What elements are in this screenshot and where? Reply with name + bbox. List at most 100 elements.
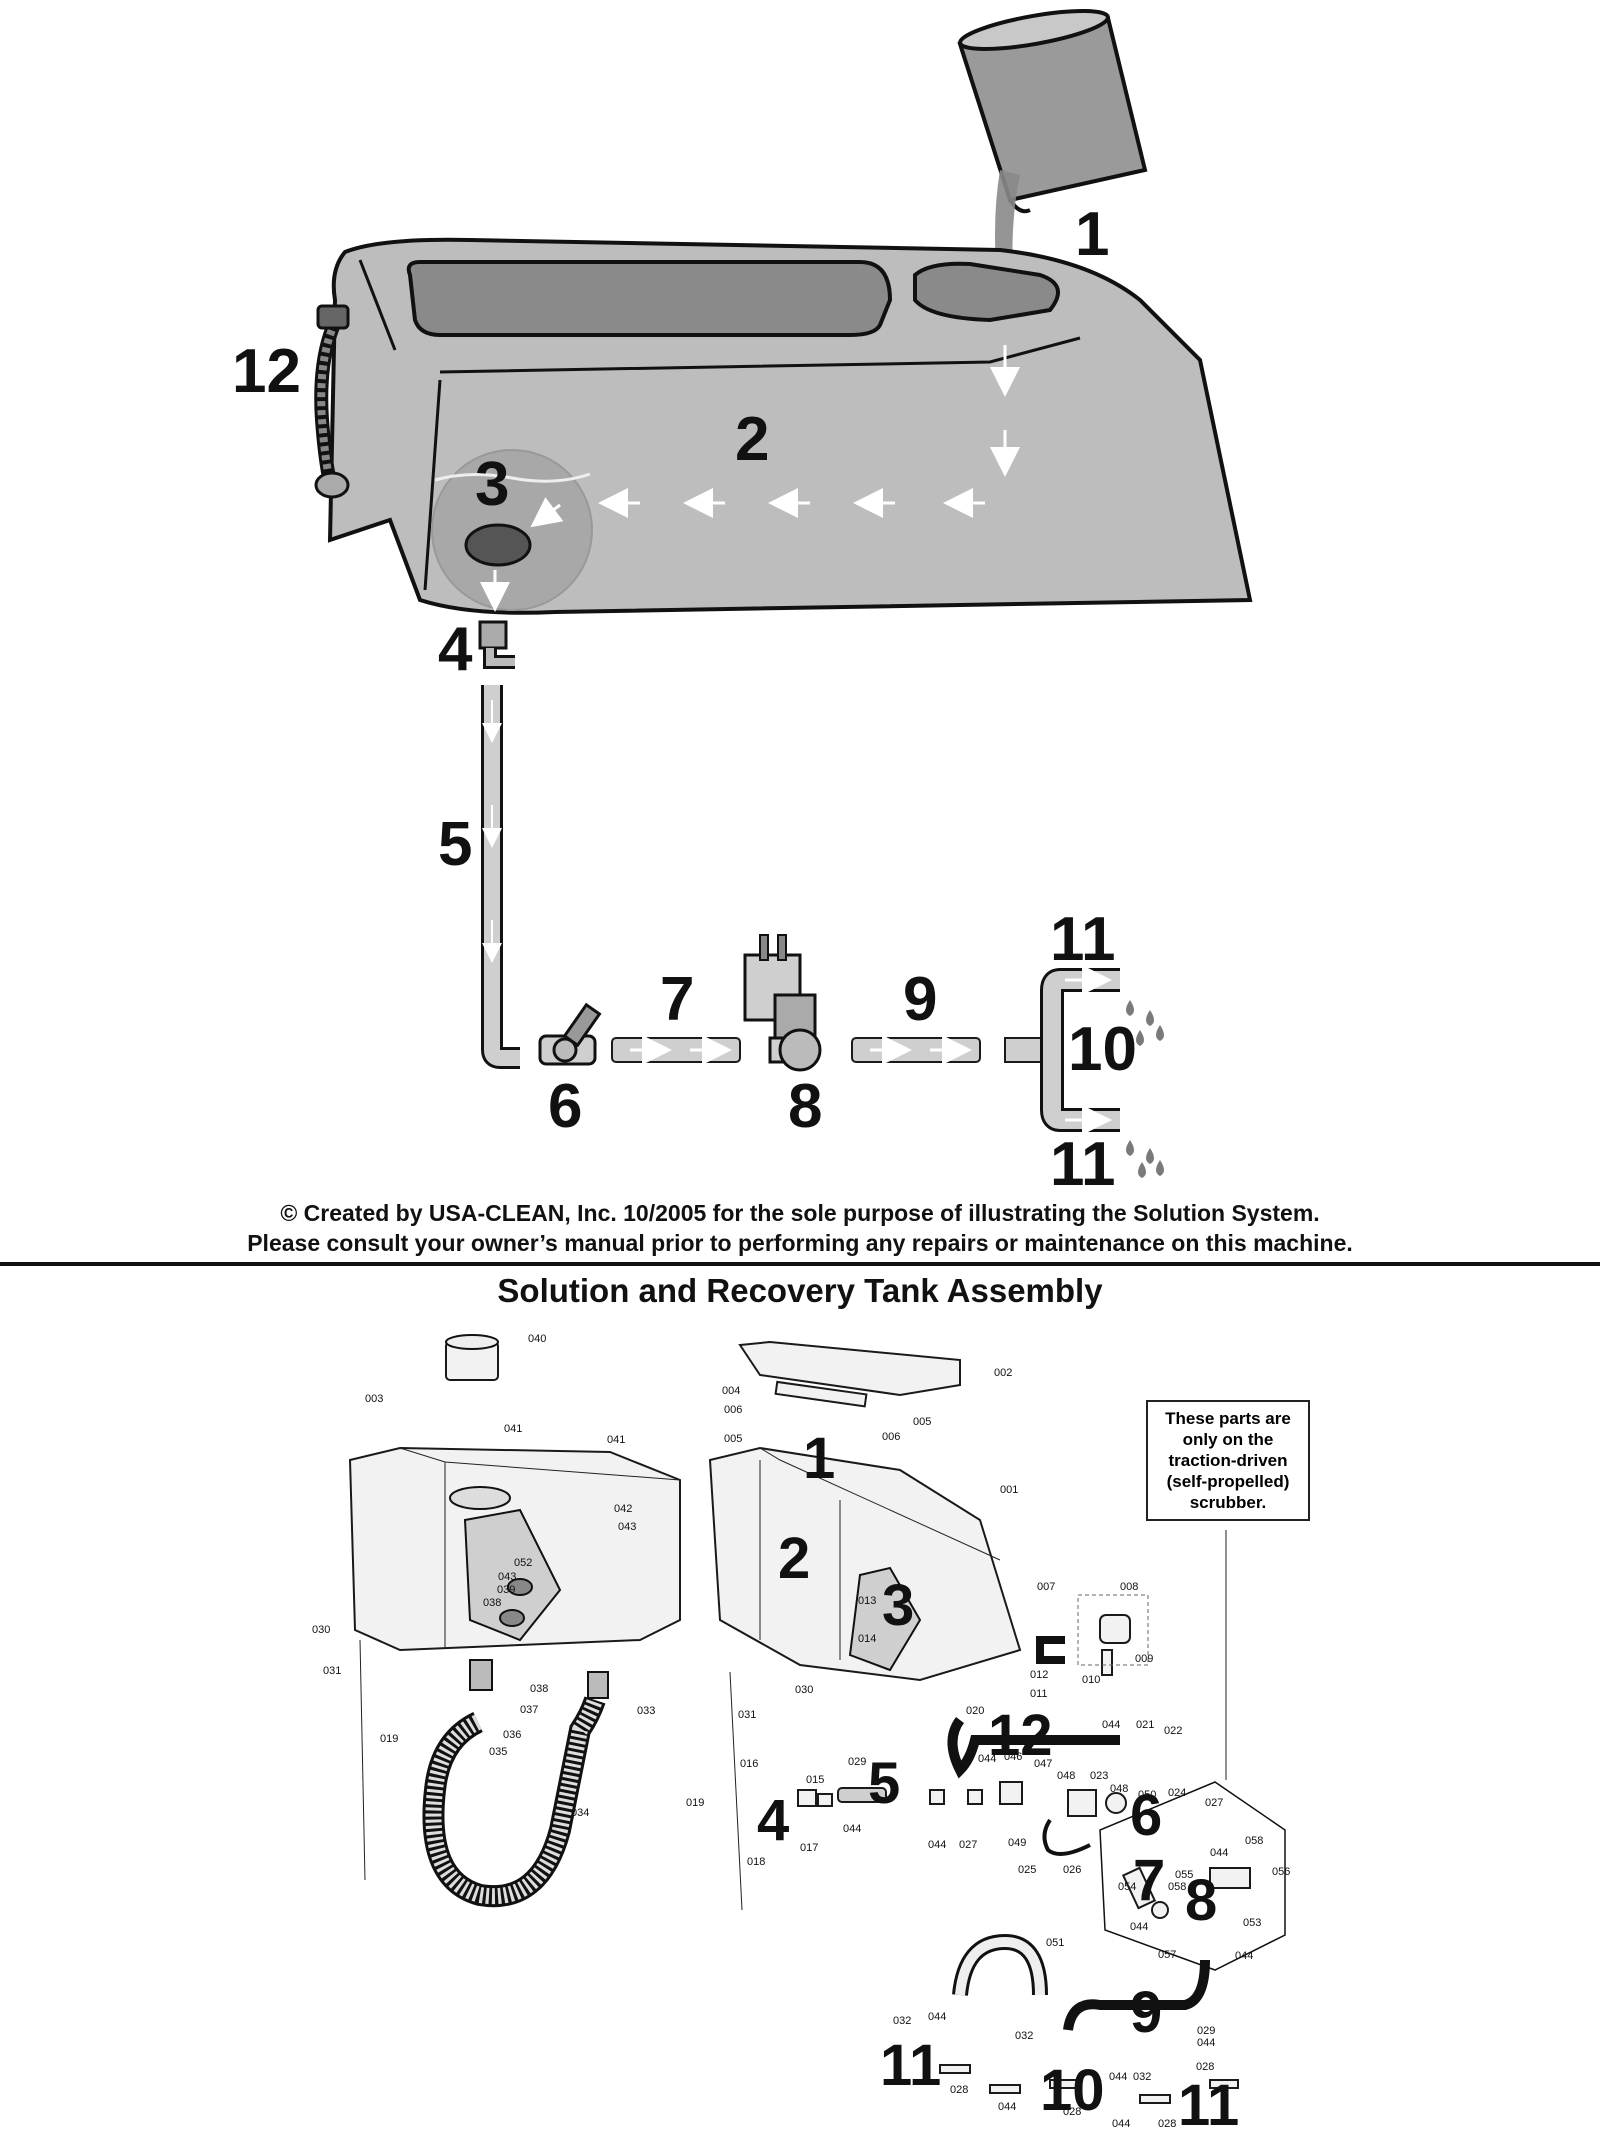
traction-parts-hexagon <box>1099 1781 1286 1971</box>
part-number: 030 <box>795 1684 813 1696</box>
part-number: 009 <box>1135 1653 1153 1665</box>
part-number: 052 <box>514 1557 532 1569</box>
fitting-007-008 <box>1036 1594 1149 1676</box>
part-number: 018 <box>747 1856 765 1868</box>
part-number: 042 <box>614 1503 632 1515</box>
part-number: 043 <box>618 1521 636 1533</box>
spray-manifold <box>1004 965 1120 1135</box>
elbow-fitting <box>478 620 515 669</box>
part-number: 027 <box>1205 1797 1223 1809</box>
tube-029 <box>797 1781 1023 1807</box>
part-number: 031 <box>738 1709 756 1721</box>
cable-019-right <box>729 1671 743 1911</box>
part-number: 036 <box>503 1729 521 1741</box>
tank-lid-040 <box>445 1334 499 1381</box>
part-number: 034 <box>571 1807 589 1819</box>
part-number: 035 <box>489 1746 507 1758</box>
hose-020 <box>947 1717 1120 1779</box>
part-number: 038 <box>530 1683 548 1695</box>
supply-tube <box>481 685 520 1069</box>
part-number: 044 <box>1109 2071 1127 2083</box>
part-number: 037 <box>520 1704 538 1716</box>
assembly-label-6: 6 <box>1130 1783 1162 1848</box>
part-number: 048 <box>1057 1770 1075 1782</box>
part-number: 053 <box>1243 1917 1261 1929</box>
part-number: 030 <box>312 1624 330 1636</box>
part-number: 057 <box>1158 1949 1176 1961</box>
part-number: 032 <box>1133 2071 1151 2083</box>
part-number: 006 <box>724 1404 742 1416</box>
part-number: 020 <box>966 1705 984 1717</box>
part-number: 043 <box>498 1571 516 1583</box>
part-number: 028 <box>1158 2118 1176 2130</box>
step-label-7: 7 <box>660 965 694 1034</box>
part-number: 044 <box>928 2011 946 2023</box>
recovery-hose <box>422 1659 609 1908</box>
drain-hose <box>314 304 350 499</box>
part-number: 004 <box>722 1385 740 1397</box>
part-number: 044 <box>928 1839 946 1851</box>
part-number-labels: 040 003 041 041 042 043 052 043 039 038 … <box>312 1333 1290 2130</box>
part-number: 050 <box>1138 1789 1156 1801</box>
strainer-icon <box>464 523 532 567</box>
step-label-10: 10 <box>1068 1015 1137 1084</box>
part-number: 019 <box>686 1797 704 1809</box>
part-number: 010 <box>1082 1674 1100 1686</box>
part-number: 056 <box>1272 1866 1290 1878</box>
flow-arrows <box>598 345 1020 518</box>
part-number: 055 <box>1175 1869 1193 1881</box>
copyright-line-2: Please consult your owner’s manual prior… <box>247 1230 1353 1256</box>
part-number: 012 <box>1030 1669 1048 1681</box>
part-number: 001 <box>1000 1484 1018 1496</box>
part-number: 029 <box>1197 2025 1215 2037</box>
traction-fittings <box>1121 1866 1251 1919</box>
step-label-8: 8 <box>788 1072 822 1141</box>
step-label-1: 1 <box>1075 200 1109 269</box>
assembly-label-1: 1 <box>803 1426 835 1491</box>
part-number: 044 <box>1235 1950 1253 1962</box>
part-number: 028 <box>1196 2061 1214 2073</box>
part-number: 058 <box>1168 1881 1186 1893</box>
part-number: 044 <box>1112 2118 1130 2130</box>
step-label-3: 3 <box>475 450 509 519</box>
assembly-label-3: 3 <box>882 1573 914 1638</box>
part-number: 013 <box>858 1595 876 1607</box>
hose-029-lower <box>1063 1959 1210 2031</box>
step-label-9: 9 <box>903 965 937 1034</box>
part-number: 032 <box>893 2015 911 2027</box>
part-number: 051 <box>1046 1937 1064 1949</box>
part-number: 047 <box>1034 1758 1052 1770</box>
part-number: 058 <box>1245 1835 1263 1847</box>
part-number: 021 <box>1136 1719 1154 1731</box>
part-number: 026 <box>1063 1864 1081 1876</box>
assembly-label-8: 8 <box>1185 1868 1217 1933</box>
part-number: 029 <box>848 1756 866 1768</box>
part-number: 048 <box>1110 1783 1128 1795</box>
assembly-label-11-left: 11 <box>880 2033 941 2098</box>
part-number: 039 <box>497 1584 515 1596</box>
section-divider <box>0 1262 1600 1266</box>
part-number: 016 <box>740 1758 758 1770</box>
part-number: 044 <box>1210 1847 1228 1859</box>
solenoid-valve <box>743 934 822 1072</box>
part-number: 040 <box>528 1333 546 1345</box>
part-number: 044 <box>1197 2037 1215 2049</box>
jet-fittings <box>939 2064 1239 2104</box>
part-number: 005 <box>913 1416 931 1428</box>
assembly-label-2: 2 <box>778 1526 810 1591</box>
part-number: 022 <box>1164 1725 1182 1737</box>
spray-drops-icon <box>1126 1000 1164 1178</box>
traction-note-box: These parts are only on the traction-dri… <box>1146 1400 1310 1521</box>
cable-019-left <box>359 1639 366 1881</box>
part-number: 038 <box>483 1597 501 1609</box>
step-label-4: 4 <box>438 615 473 684</box>
assembly-label-7: 7 <box>1133 1848 1165 1913</box>
part-number: 005 <box>724 1433 742 1445</box>
bucket <box>957 9 1148 214</box>
part-number: 015 <box>806 1774 824 1786</box>
part-number: 003 <box>365 1393 383 1405</box>
step-label-5: 5 <box>438 810 472 879</box>
part-number: 044 <box>1130 1921 1148 1933</box>
part-number: 044 <box>978 1753 996 1765</box>
